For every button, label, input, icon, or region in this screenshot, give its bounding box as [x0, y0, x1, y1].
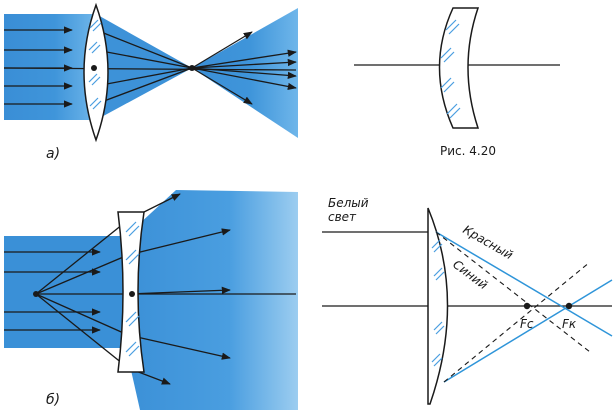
blue-ray-bottom	[443, 261, 591, 383]
panel-b-label: б)	[46, 392, 60, 408]
panel-b-lens-center	[129, 291, 135, 297]
red-ray-bottom	[443, 279, 613, 383]
panel-b-incoming-beam	[4, 236, 126, 348]
focus-blue-label: Fc	[520, 317, 534, 331]
figure-caption: Рис. 4.20	[440, 144, 496, 158]
focus-red-label: Fк	[562, 317, 577, 331]
panel-a-converging-lens: а)	[3, 2, 298, 162]
focus-red-point	[565, 302, 573, 310]
panel-a-label: а)	[46, 146, 60, 162]
chroma-rays	[435, 231, 613, 383]
panel-a-biconvex-lens	[83, 2, 109, 143]
focus-blue-point	[523, 302, 531, 310]
fig-meniscus-lens	[438, 7, 480, 129]
chromatic-aberration-diagram: Белый свет Красный Синий Fc Fк	[322, 196, 613, 405]
fig-lens-hatch	[440, 19, 461, 119]
panel-a-focus-point	[189, 65, 195, 71]
panel-a-diverging-cone	[192, 8, 298, 138]
red-ray-label: Красный	[461, 222, 516, 262]
panel-a-incoming-beam	[4, 14, 96, 120]
blue-ray-label: Синий	[450, 257, 490, 292]
chroma-lens-hatch	[431, 239, 445, 367]
blue-ray-top	[435, 231, 591, 353]
chroma-plano-convex-lens	[427, 207, 449, 405]
panel-a-lens-center	[91, 65, 97, 71]
red-ray-top	[435, 231, 613, 337]
panel-a-rays	[3, 26, 297, 108]
white-light-label-line2: свет	[328, 210, 357, 224]
figure-4-20-lens: Рис. 4.20	[354, 7, 560, 158]
panel-b-virtual-focus	[33, 291, 39, 297]
panel-b-lens-hatch	[125, 221, 140, 357]
panel-a-converging-cone	[96, 14, 192, 120]
panel-b-diverging-lens: б)	[4, 190, 298, 410]
panel-a-lens-hatch	[88, 19, 102, 110]
panel-b-rays	[4, 193, 296, 385]
white-light-label-line1: Белый	[328, 196, 369, 210]
